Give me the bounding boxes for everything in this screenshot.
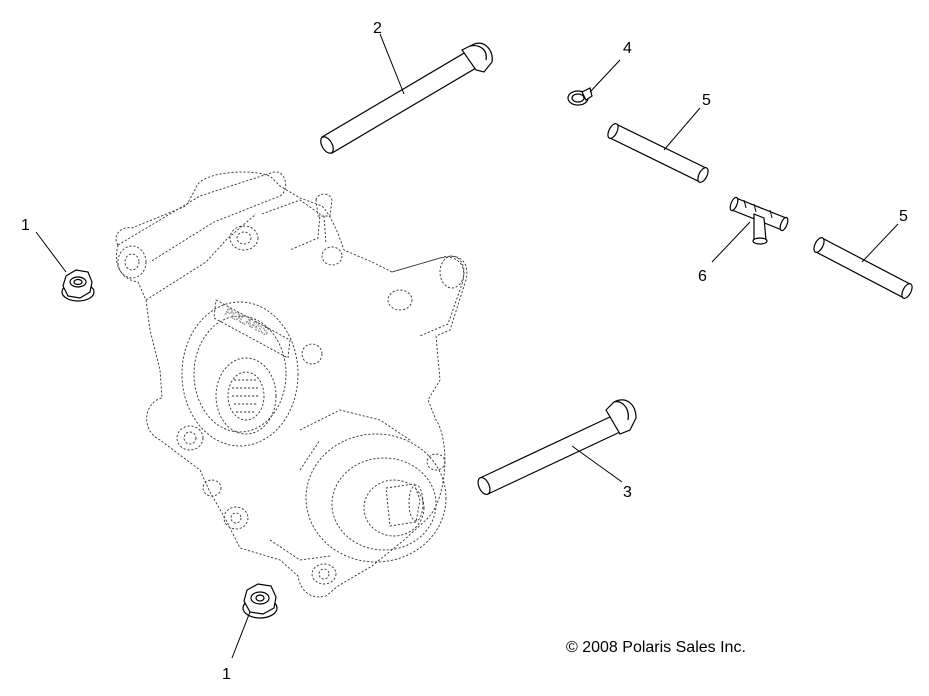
callout-clamp: 4	[623, 40, 632, 57]
callout-tee-fitting: 6	[698, 268, 707, 285]
leader-clamp	[589, 59, 621, 93]
tee-fitting	[729, 196, 789, 245]
hose-right	[813, 237, 913, 299]
bolt-upper	[320, 42, 493, 154]
callout-bolt-right: 3	[623, 484, 632, 501]
hose-clamp	[567, 87, 593, 106]
leader-nut-bottom	[231, 611, 251, 659]
callout-nut-bottom: 1	[222, 666, 231, 683]
flange-nut-bottom	[242, 583, 278, 619]
leader-tee	[711, 221, 751, 263]
flange-nut-left	[61, 269, 95, 302]
copyright-notice: © 2008 Polaris Sales Inc.	[566, 639, 746, 656]
leader-bolt-top	[379, 33, 405, 95]
callout-hose-right: 5	[899, 208, 908, 225]
hose-upper	[607, 123, 709, 183]
leader-hose-right	[861, 223, 899, 263]
callout-bolt-top: 2	[373, 20, 382, 37]
callout-nut-left: 1	[21, 217, 30, 234]
bolt-lower	[477, 399, 637, 496]
leader-nut-left	[35, 231, 67, 273]
transmission-housing: POLARIS	[115, 171, 468, 598]
callout-hose-upper: 5	[702, 92, 711, 109]
leader-bolt-right	[571, 445, 623, 483]
leader-hose-upper	[663, 107, 701, 151]
leader-lines	[35, 33, 899, 659]
